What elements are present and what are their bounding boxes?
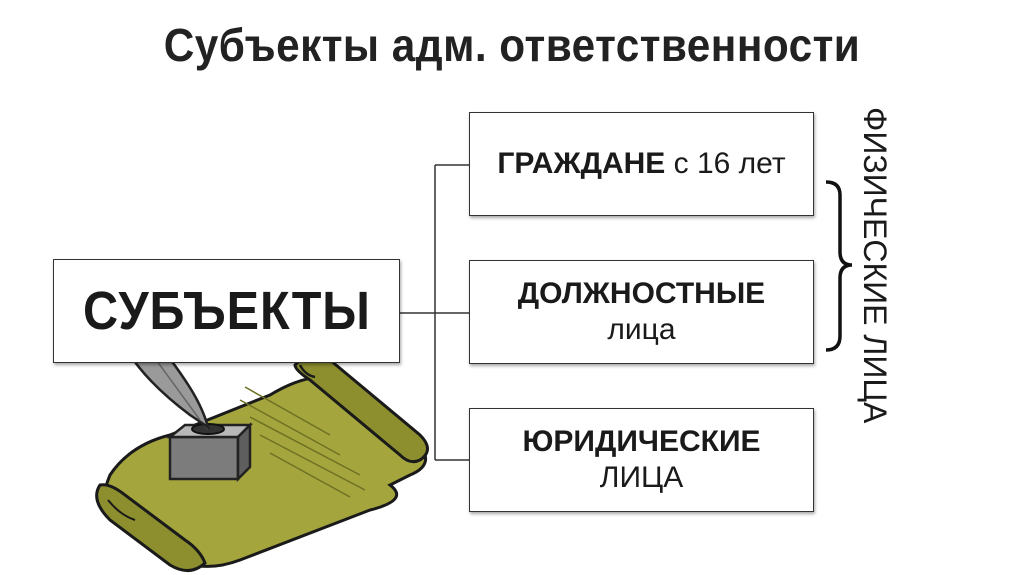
citizens-label: ГРАЖДАНЕ xyxy=(497,147,666,180)
inkwell-icon xyxy=(166,421,254,483)
citizens-age-label: с 16 лет xyxy=(665,147,786,180)
legal-entities-sub-label: ЛИЦА xyxy=(599,461,684,494)
citizens-box: ГРАЖДАНЕ с 16 лет xyxy=(469,112,814,216)
officials-label: ДОЛЖНОСТНЫЕ xyxy=(517,277,766,310)
officials-box: ДОЛЖНОСТНЫЕ лица xyxy=(469,260,814,364)
officials-sub-label: лица xyxy=(607,313,676,346)
slide-title: Субъекты адм. ответственности xyxy=(163,19,861,71)
legal-entities-label: ЮРИДИЧЕСКИЕ xyxy=(522,425,761,458)
subjects-box: СУБЪЕКТЫ xyxy=(53,259,400,363)
legal-entities-box: ЮРИДИЧЕСКИЕ ЛИЦА xyxy=(469,408,814,512)
curly-brace xyxy=(825,180,853,352)
physical-persons-label: ФИЗИЧЕСКИЕ ЛИЦА xyxy=(857,107,893,424)
subjects-label: СУБЪЕКТЫ xyxy=(82,281,371,341)
